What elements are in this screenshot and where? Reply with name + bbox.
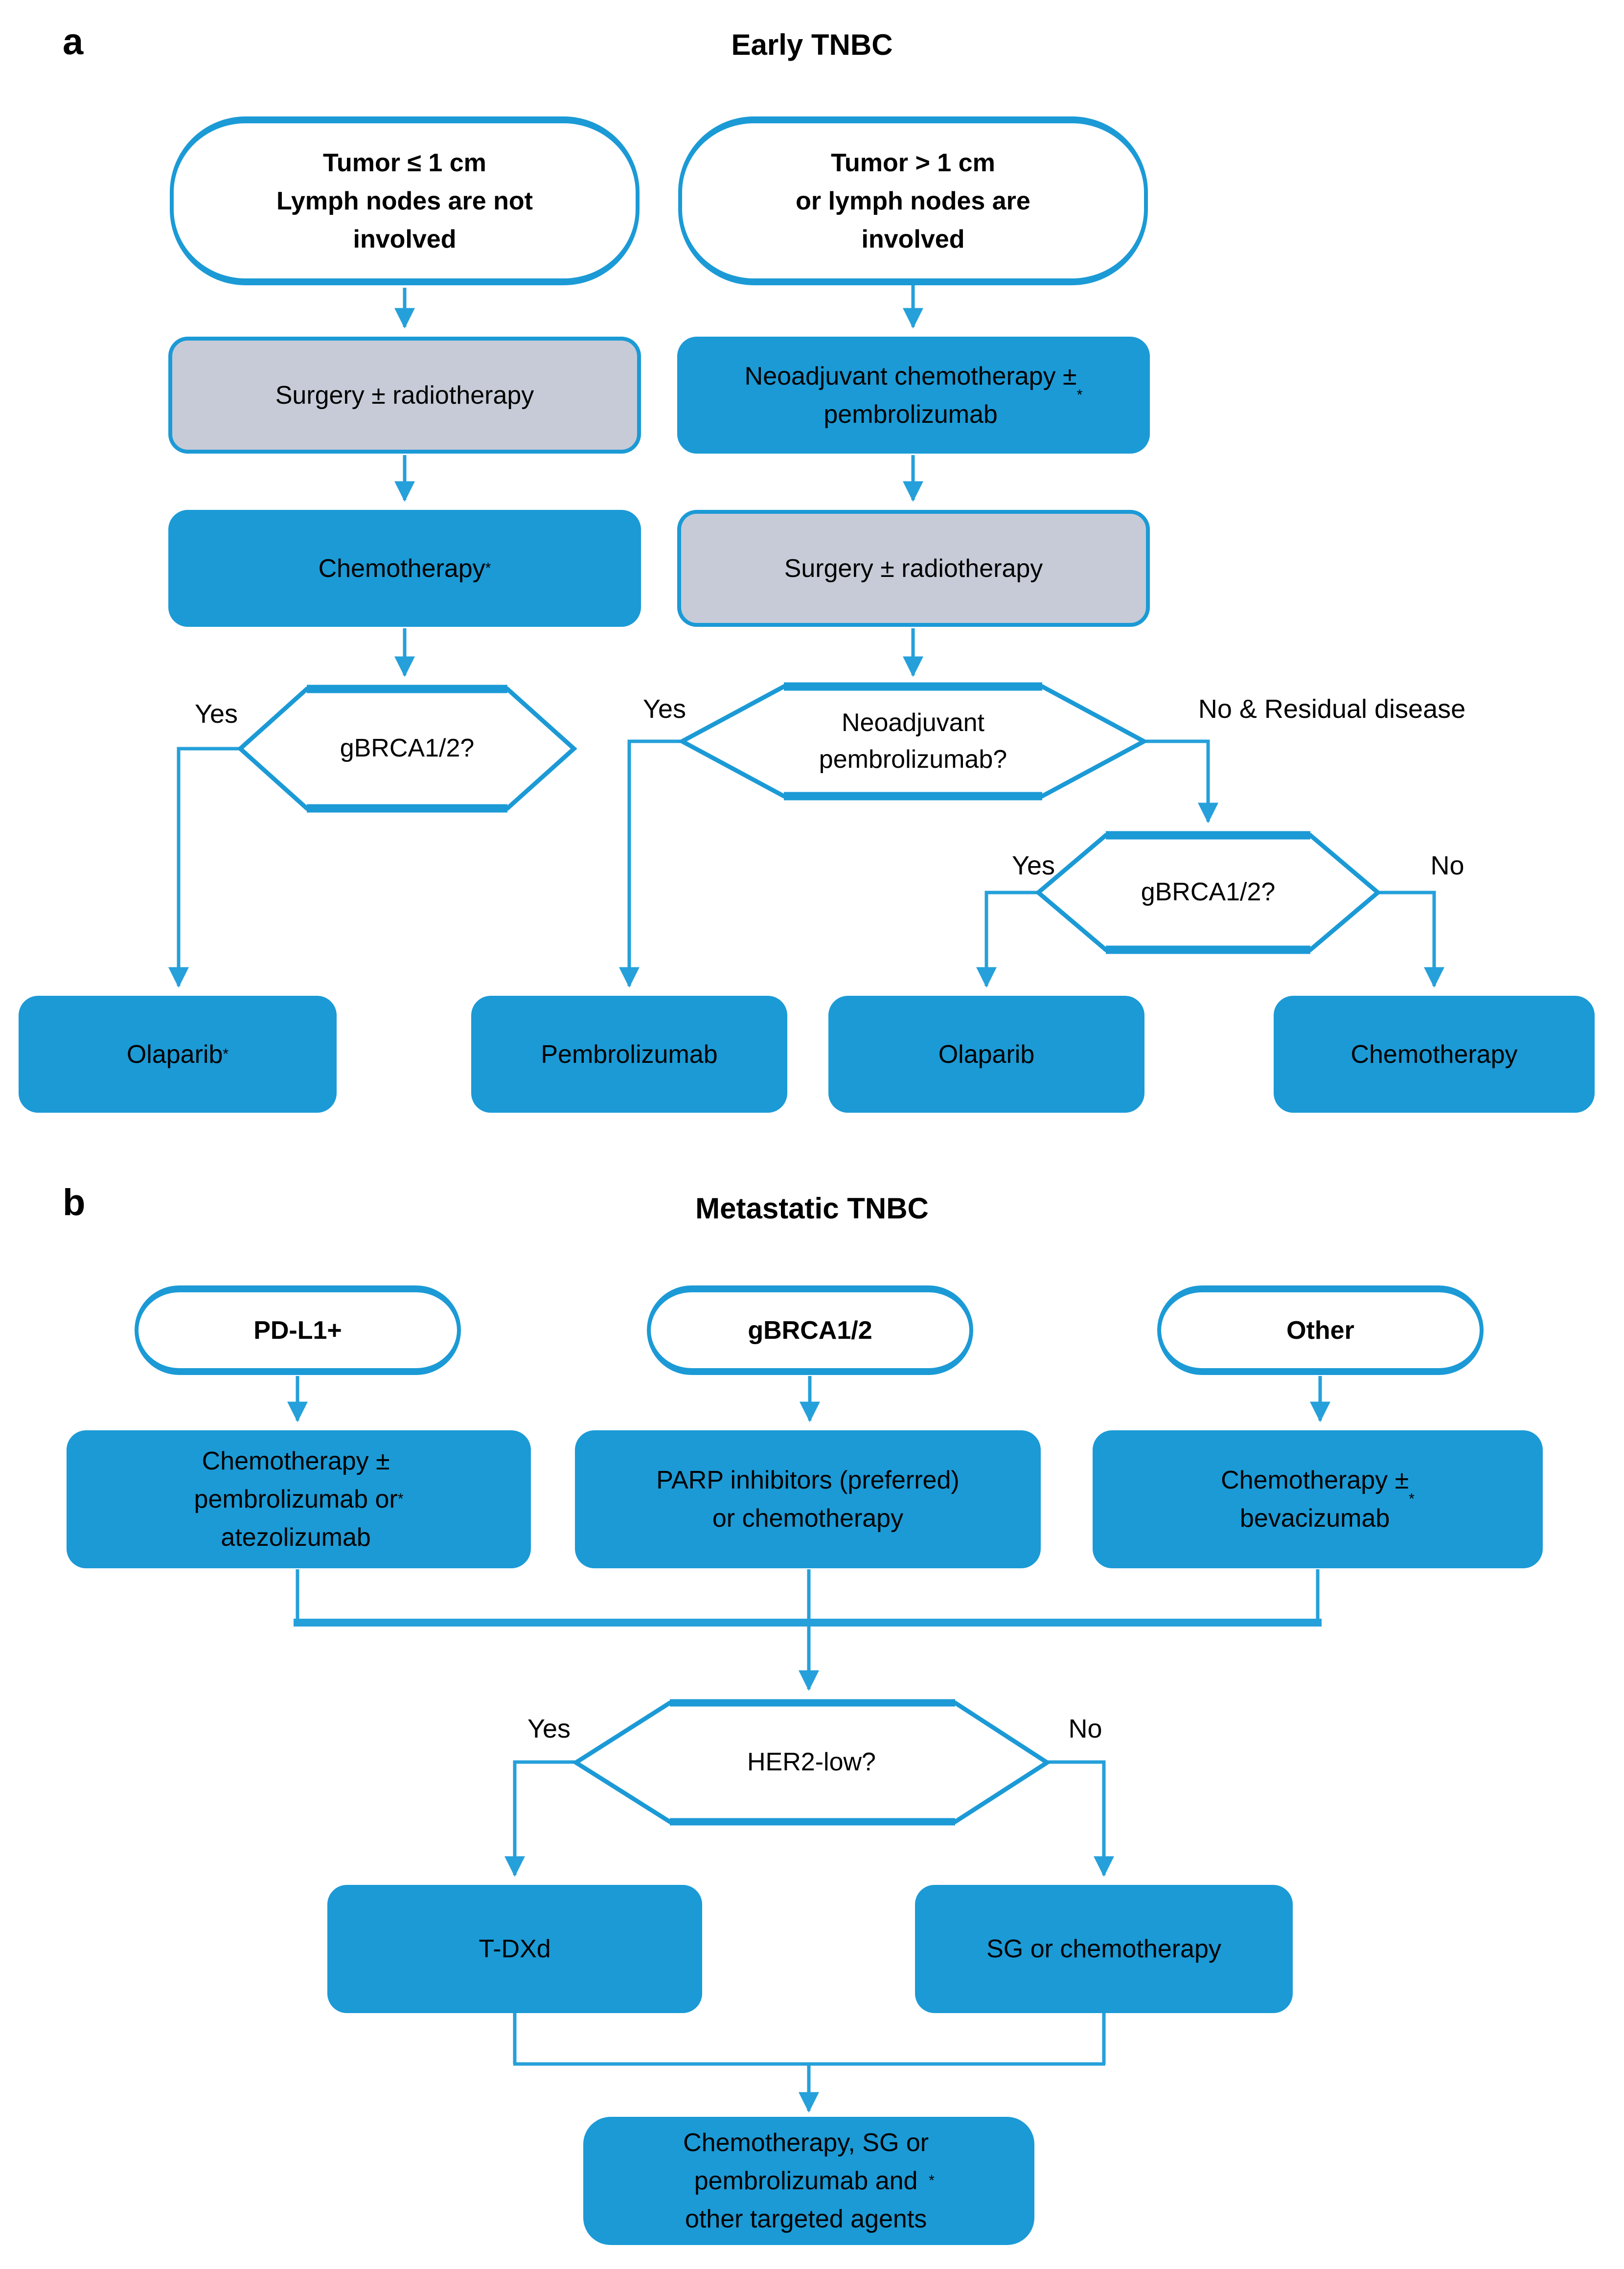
branch-yes3-to-olaparib2: [976, 891, 1038, 988]
node-chemo-bevacizumab: Chemotherapy ± bevacizumab*: [1093, 1430, 1543, 1568]
node-surgery-radiotherapy-left: Surgery ± radiotherapy: [168, 337, 641, 454]
outcome-olaparib: Olaparib: [828, 996, 1144, 1113]
panel-a-label: a: [63, 21, 84, 63]
decision-gbrca-right: gBRCA1/2?: [1035, 831, 1381, 954]
branch-label-yes-her2: Yes: [527, 1714, 571, 1743]
node-chemotherapy-left: Chemotherapy*: [168, 510, 641, 627]
node-sg-or-chemotherapy: SG or chemotherapy: [915, 1885, 1293, 2013]
panel-b-label: b: [63, 1182, 86, 1223]
node-tdxd: T-DXd: [327, 1885, 702, 2013]
outcome-olaparib-star: Olaparib*: [19, 996, 337, 1113]
branch-label-no-residual: No & Residual disease: [1198, 694, 1466, 724]
node-other: Other: [1157, 1285, 1484, 1375]
branch-label-no-her2: No: [1068, 1714, 1102, 1743]
decision-gbrca-left-label: gBRCA1/2?: [340, 734, 475, 763]
outcome-pembrolizumab: Pembrolizumab: [471, 996, 787, 1113]
outcome-chemotherapy: Chemotherapy: [1274, 996, 1595, 1113]
decision-neoadjuvant-pembrolizumab-label: Neoadjuvant pembrolizumab?: [819, 708, 1007, 774]
branch-no3-to-chemotherapy: [1378, 891, 1444, 988]
branch-yes2-to-pembrolizumab: [619, 739, 683, 988]
node-parp-inhibitors: PARP inhibitors (preferred) or chemother…: [575, 1430, 1041, 1568]
branch-no-residual-to-hex3: [1144, 739, 1218, 824]
node-surgery-radiotherapy-right: Surgery ± radiotherapy: [677, 510, 1150, 627]
node-tumor-large: Tumor > 1 cm or lymph nodes are involved: [678, 116, 1148, 285]
node-gbrca12: gBRCA1/2: [647, 1285, 973, 1375]
decision-gbrca-left: gBRCA1/2?: [237, 685, 577, 813]
branch-yes1-to-olaparib: [168, 747, 241, 988]
panel-a-title: Early TNBC: [731, 28, 893, 61]
decision-her2-low: HER2-low?: [572, 1699, 1052, 1826]
decision-her2-low-label: HER2-low?: [747, 1747, 876, 1776]
decision-neoadjuvant-pembrolizumab: Neoadjuvant pembrolizumab?: [677, 682, 1149, 801]
branch-no-to-sg: [1047, 1760, 1114, 1877]
branch-label-yes-1: Yes: [194, 699, 238, 729]
node-pdl1: PD-L1+: [135, 1285, 461, 1375]
node-neoadjuvant-chemotherapy: Neoadjuvant chemotherapy ± pembrolizumab…: [677, 337, 1150, 454]
branch-label-no-3: No: [1430, 851, 1464, 880]
node-chemo-pembro-atezo: Chemotherapy ± pembrolizumab or atezoliz…: [67, 1430, 531, 1568]
decision-gbrca-right-label: gBRCA1/2?: [1141, 878, 1276, 907]
branch-yes-to-tdxd: [504, 1760, 576, 1877]
node-tumor-small: Tumor ≤ 1 cm Lymph nodes are not involve…: [170, 116, 640, 285]
branch-label-yes-2: Yes: [642, 694, 686, 724]
panel-b-title: Metastatic TNBC: [695, 1192, 929, 1225]
node-final-therapy: Chemotherapy, SG or pembrolizumab and ot…: [583, 2117, 1034, 2245]
branch-label-yes-3: Yes: [1011, 851, 1055, 880]
